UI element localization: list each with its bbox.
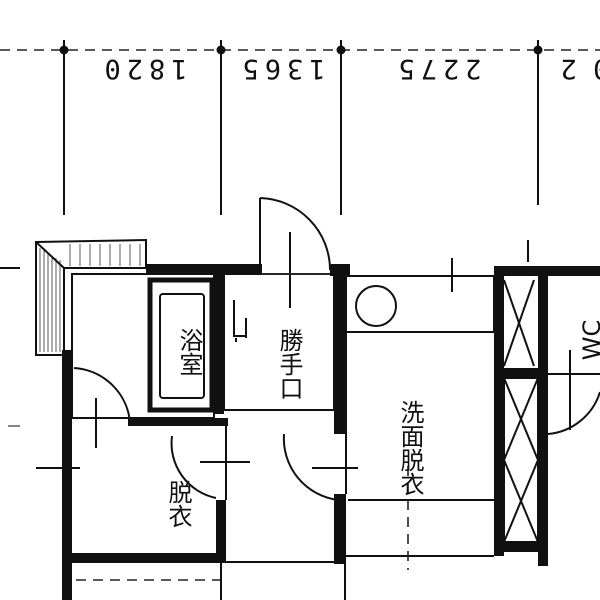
dimension-2275: 2275 (392, 53, 481, 84)
walls (62, 264, 600, 600)
dressing-door (73, 367, 131, 448)
dimension-1820: 1820 (98, 53, 187, 84)
label-wc: WC (578, 320, 600, 361)
sink-circle (355, 285, 397, 327)
kitchen-door (259, 197, 331, 308)
label-kitchen-door: 勝手口 (275, 328, 303, 400)
dimension-line (0, 40, 600, 215)
label-washroom: 洗面脱衣 (396, 400, 424, 496)
dimension-partial: 0 2 (561, 53, 600, 84)
door-marks (233, 300, 247, 342)
dimension-1365: 1365 (236, 53, 325, 84)
wc-door (547, 350, 600, 435)
window-frame (35, 238, 147, 356)
label-bath: 浴室 (175, 328, 203, 376)
bathtub (147, 277, 215, 413)
label-dressing: 脱衣 (164, 480, 192, 528)
room-outlines (63, 273, 495, 600)
middle-doors (170, 426, 358, 501)
storage-cross (503, 279, 539, 543)
